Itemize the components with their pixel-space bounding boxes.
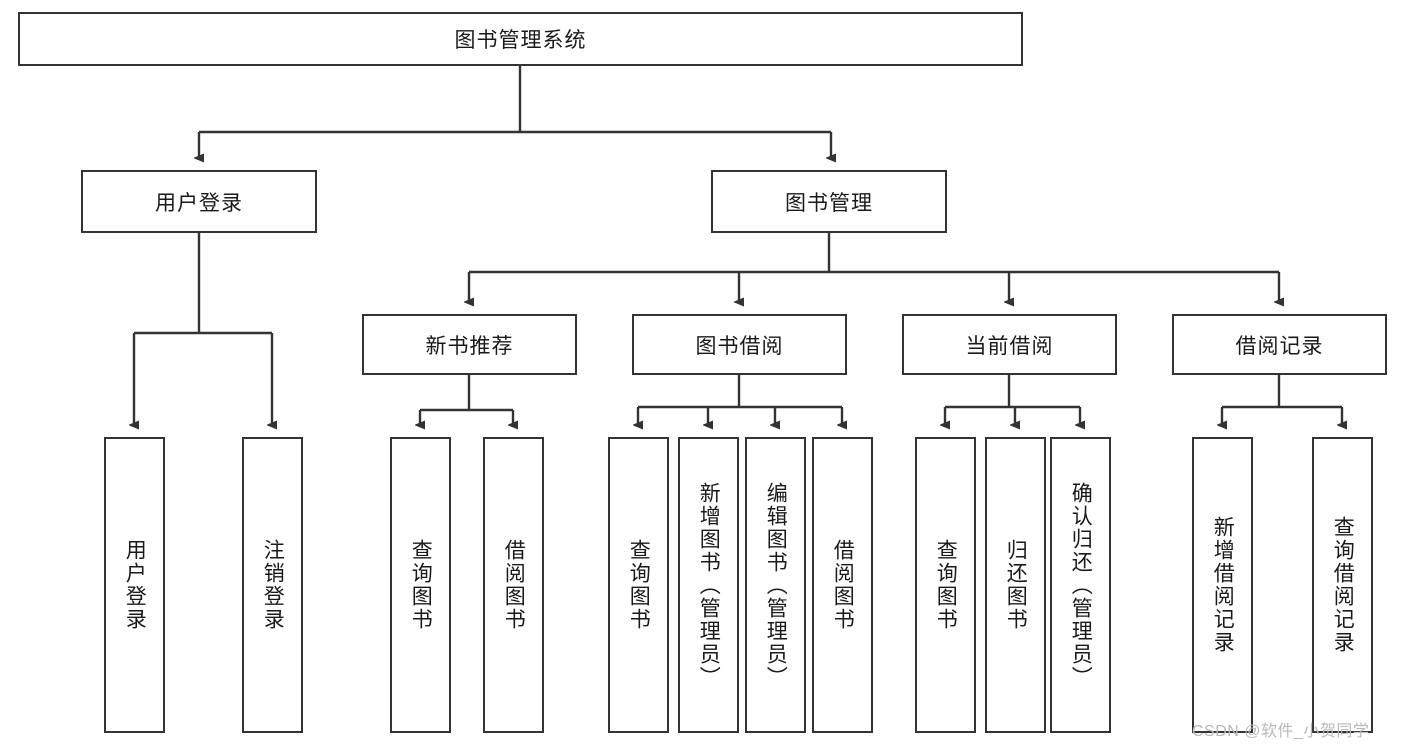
leaf-label: 查询图书: [409, 539, 433, 631]
leaf-label: 编辑图书（管理员）: [764, 481, 788, 689]
csdn-watermark: CSDN @软件_小贺同学: [1192, 723, 1370, 740]
leaf-label: 借阅图书: [831, 539, 855, 631]
node-leaf-query-book-borrow[interactable]: 查询图书: [608, 437, 669, 733]
leaf-label: 新增借阅记录: [1211, 516, 1235, 654]
leaf-label: 查询借阅记录: [1331, 516, 1355, 654]
leaf-label: 新增图书（管理员）: [697, 481, 721, 689]
node-leaf-confirm-return-admin[interactable]: 确认归还（管理员）: [1050, 437, 1111, 733]
node-leaf-borrow-book-recommend[interactable]: 借阅图书: [483, 437, 544, 733]
node-user-login[interactable]: 用户登录: [81, 170, 317, 233]
leaf-label: 归还图书: [1004, 539, 1028, 631]
leaf-label: 查询图书: [934, 539, 958, 631]
node-leaf-logout[interactable]: 注销登录: [242, 437, 303, 733]
node-book-management[interactable]: 图书管理: [711, 170, 947, 233]
leaf-label: 注销登录: [261, 539, 285, 631]
node-leaf-borrow-book[interactable]: 借阅图书: [812, 437, 873, 733]
node-leaf-user-login[interactable]: 用户登录: [104, 437, 165, 733]
leaf-label: 借阅图书: [502, 539, 526, 631]
node-leaf-query-book-current[interactable]: 查询图书: [915, 437, 976, 733]
node-leaf-edit-book-admin[interactable]: 编辑图书（管理员）: [745, 437, 806, 733]
node-leaf-add-book-admin[interactable]: 新增图书（管理员）: [678, 437, 739, 733]
node-book-borrow[interactable]: 图书借阅: [632, 314, 847, 375]
node-leaf-return-book[interactable]: 归还图书: [985, 437, 1046, 733]
node-leaf-query-borrow-record[interactable]: 查询借阅记录: [1312, 437, 1373, 733]
node-borrow-record[interactable]: 借阅记录: [1172, 314, 1387, 375]
node-leaf-query-book-recommend[interactable]: 查询图书: [390, 437, 451, 733]
node-current-borrow[interactable]: 当前借阅: [902, 314, 1117, 375]
node-book-management-system[interactable]: 图书管理系统: [18, 12, 1023, 66]
node-leaf-add-borrow-record[interactable]: 新增借阅记录: [1192, 437, 1253, 733]
leaf-label: 查询图书: [627, 539, 651, 631]
node-new-book-recommend[interactable]: 新书推荐: [362, 314, 577, 375]
leaf-label: 用户登录: [123, 539, 147, 631]
leaf-label: 确认归还（管理员）: [1069, 481, 1093, 689]
